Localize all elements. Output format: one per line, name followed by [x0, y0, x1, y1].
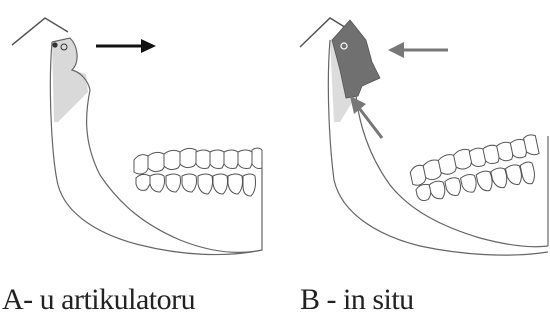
panel-b-teeth: [408, 134, 545, 208]
panel-b: [300, 18, 548, 255]
panel-a-black-arrowhead: [141, 39, 156, 53]
panel-a: [12, 18, 262, 255]
panel-a-condyle-dot: [52, 42, 57, 47]
panel-a-ramus-shading: [52, 38, 88, 122]
panel-a-mandible-outline: [50, 38, 262, 255]
panel-b-gray-arrowhead-left: [388, 42, 404, 58]
panel-b-caption: B - in situ: [300, 283, 414, 317]
panel-a-caption: A- u artikulatoru: [2, 283, 195, 317]
panel-a-teeth: [134, 148, 262, 196]
